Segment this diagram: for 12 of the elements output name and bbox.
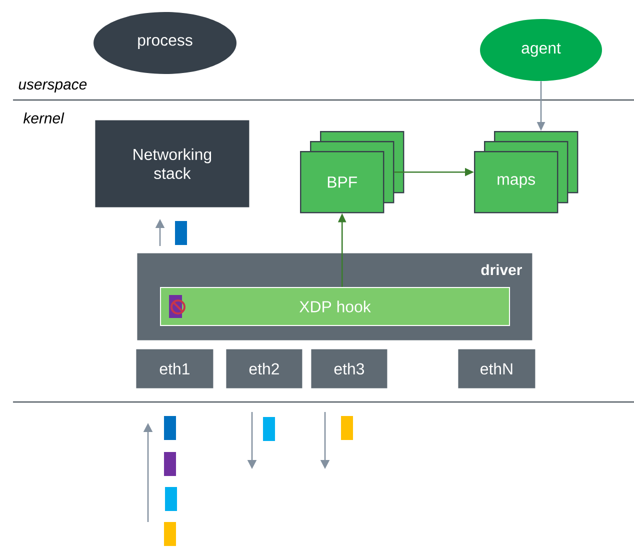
process-box: Networking stack [95,120,250,208]
process-box: eth3 [311,349,388,388]
stacked-box: maps [474,131,578,214]
stacked-box: BPF [300,131,404,214]
ellipse-node: agent [480,19,602,81]
process-box: ethN [458,349,536,388]
process-box: eth1 [136,349,214,388]
process-box: eth2 [226,349,302,388]
layer-label: userspace [18,81,87,93]
ellipse-node: process [94,12,236,74]
layer-label: kernel [23,112,64,124]
hook-bar: XDP hook [160,287,510,326]
